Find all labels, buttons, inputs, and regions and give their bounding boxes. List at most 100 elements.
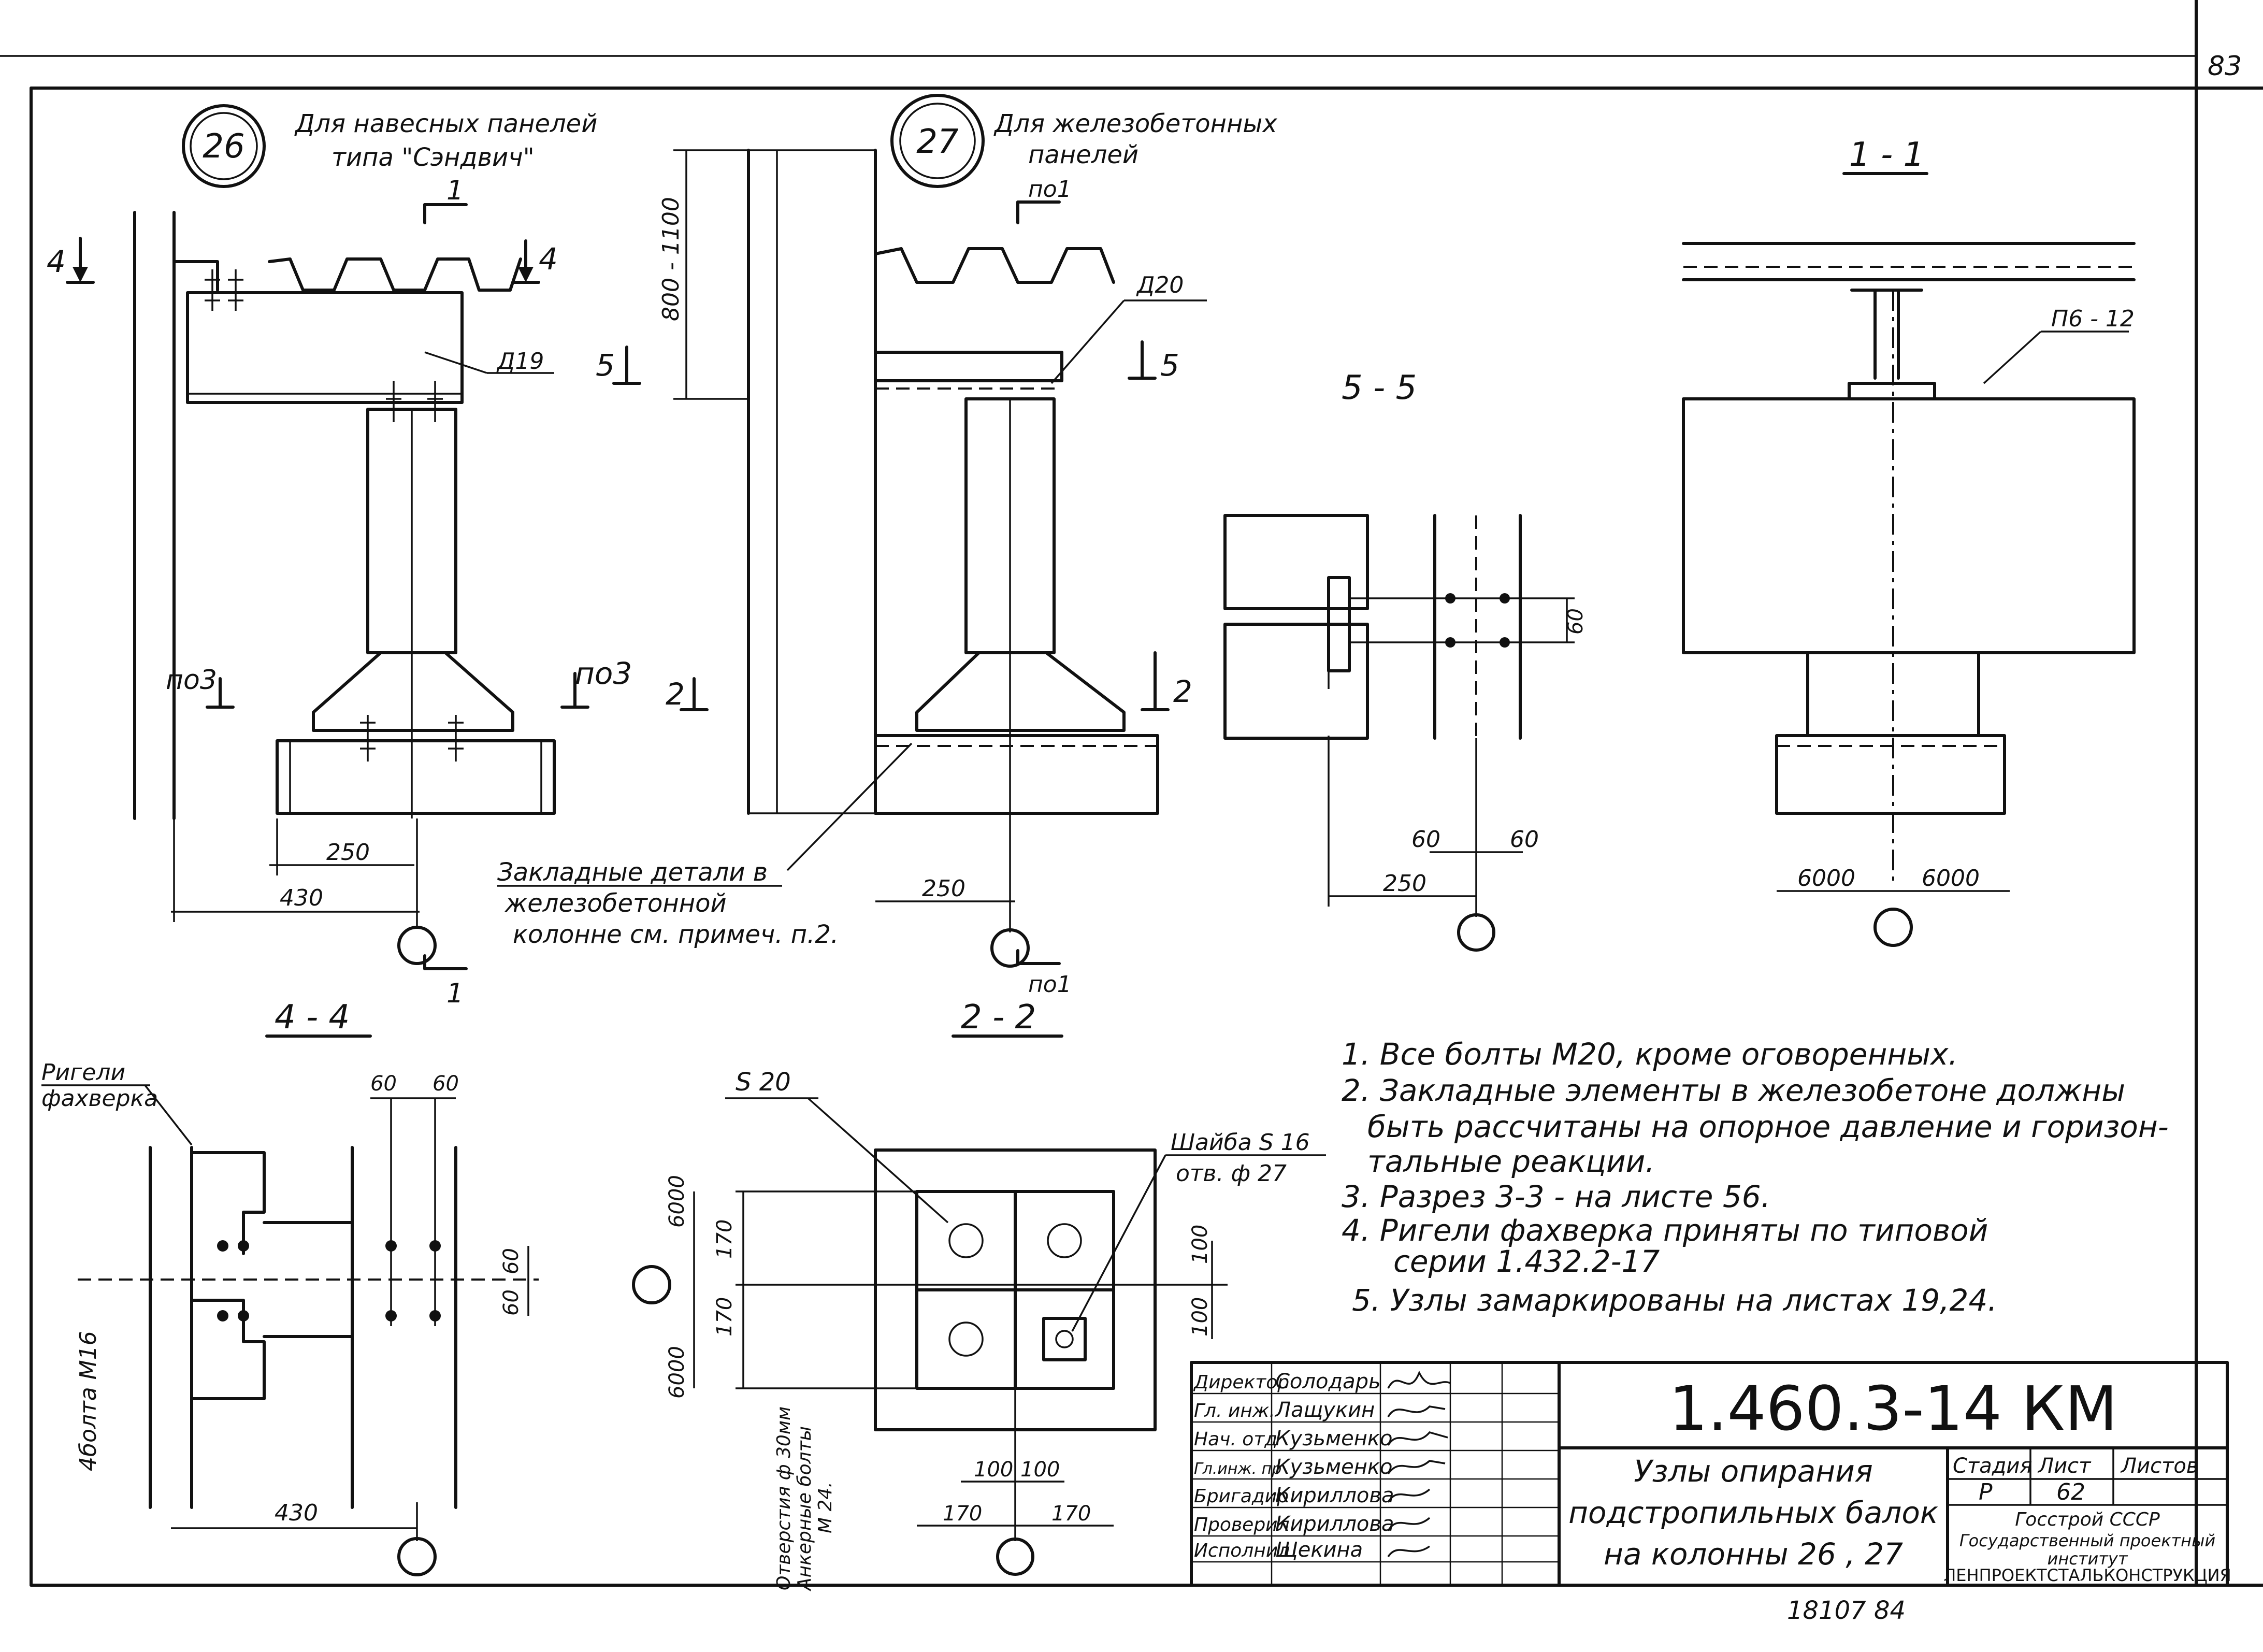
node-27-caption-2: панелей — [1028, 140, 1138, 169]
svg-text:ЛЕНПРОЕКТСТАЛЬКОНСТРУКЦИЯ: ЛЕНПРОЕКТСТАЛЬКОНСТРУКЦИЯ — [1943, 1565, 2231, 1585]
svg-text:6000: 6000 — [665, 1346, 689, 1399]
svg-text:4: 4 — [539, 241, 558, 277]
section-5-5-title: 5 - 5 — [1342, 369, 1417, 407]
svg-text:100: 100 — [1188, 1297, 1212, 1337]
svg-text:Д20: Д20 — [1136, 272, 1184, 298]
svg-text:Бригадир: Бригадир — [1194, 1486, 1289, 1507]
section-5-5: 5 - 5 60 250 60 60 — [1223, 369, 1588, 952]
drawing-title-3: на колонны 26 , 27 — [1604, 1536, 1903, 1572]
svg-text:Гл. инж.: Гл. инж. — [1194, 1400, 1275, 1421]
node-26-caption-2: типа "Сэндвич" — [331, 143, 535, 172]
note-4: 4. Ригели фахверка приняты по типовой — [1342, 1213, 1988, 1248]
svg-text:1: 1 — [446, 175, 464, 206]
svg-text:П6 - 12: П6 - 12 — [2051, 306, 2135, 332]
sheet-frame — [0, 0, 2263, 1587]
svg-text:Анкерные болты: Анкерные болты — [794, 1426, 815, 1591]
svg-text:100: 100 — [974, 1458, 1013, 1482]
svg-text:институт: институт — [2048, 1549, 2128, 1569]
svg-text:Кириллова: Кириллова — [1275, 1512, 1394, 1536]
section-1-1: 1 - 1 П6 - 12 6000 6000 — [1682, 136, 2136, 947]
svg-text:100: 100 — [1188, 1225, 1212, 1264]
svg-text:М 24.: М 24. — [815, 1482, 836, 1533]
note-5: 5. Узлы замаркированы на листах 19,24. — [1352, 1283, 1997, 1318]
note-3: 3. Разрез 3-3 - на листе 56. — [1342, 1179, 1770, 1214]
svg-text:62: 62 — [2056, 1479, 2085, 1505]
svg-text:Солодарь: Солодарь — [1275, 1370, 1381, 1394]
svg-text:железобетонной: железобетонной — [505, 889, 727, 918]
svg-text:4болта М16: 4болта М16 — [75, 1331, 102, 1471]
node-26-caption-1: Для навесных панелей — [294, 109, 597, 138]
section-4-4-title: 4 - 4 — [275, 998, 350, 1037]
node-27-number: 27 — [916, 123, 959, 161]
svg-text:60: 60 — [370, 1072, 397, 1096]
svg-text:по1: по1 — [1028, 176, 1072, 203]
svg-text:Директор: Директор — [1193, 1372, 1289, 1393]
svg-text:отв. ф 27: отв. ф 27 — [1176, 1160, 1287, 1187]
svg-text:Кузьменко: Кузьменко — [1275, 1455, 1392, 1479]
svg-text:Гл.инж. пр: Гл.инж. пр — [1194, 1460, 1281, 1478]
section-4-4: 4 - 4 Ригели фахверка 60 60 60 60 4болта… — [41, 998, 539, 1576]
svg-text:60: 60 — [499, 1289, 523, 1316]
svg-text:Нач. отд: Нач. отд — [1194, 1429, 1277, 1450]
svg-text:Кириллова: Кириллова — [1275, 1484, 1394, 1507]
svg-text:5: 5 — [1160, 348, 1179, 383]
svg-text:Лист: Лист — [2037, 1454, 2092, 1478]
signature-scribbles — [1387, 1370, 1451, 1558]
svg-text:6000: 6000 — [1797, 865, 1855, 892]
svg-text:колонне см. примеч. п.2.: колонне см. примеч. п.2. — [513, 920, 839, 949]
node-27-caption-1: Для железобетонных — [993, 109, 1277, 138]
svg-text:60: 60 — [433, 1072, 459, 1096]
svg-text:Отверстия ф 30мм: Отверстия ф 30мм — [773, 1406, 795, 1590]
svg-text:60: 60 — [1510, 826, 1539, 853]
section-2-2-title: 2 - 2 — [961, 998, 1036, 1037]
svg-text:Д19: Д19 — [496, 348, 544, 375]
svg-text:фахверка: фахверка — [41, 1085, 158, 1112]
archive-number: 18107 84 — [1787, 1596, 1906, 1625]
svg-text:170: 170 — [1051, 1502, 1091, 1526]
svg-text:Щекина: Щекина — [1275, 1538, 1363, 1562]
svg-text:Кузьменко: Кузьменко — [1275, 1427, 1392, 1450]
svg-text:6000: 6000 — [665, 1175, 689, 1228]
section-2-2: 2 - 2 6000 6000 170 170 100 100 100 100 … — [632, 998, 1326, 1591]
svg-text:Стадия: Стадия — [1953, 1454, 2032, 1478]
svg-text:170: 170 — [713, 1219, 737, 1259]
note-2-cont: быть рассчитаны на опорное давление и го… — [1367, 1109, 2169, 1144]
svg-text:6000: 6000 — [1922, 865, 1980, 892]
svg-text:Листов: Листов — [2120, 1454, 2198, 1478]
svg-text:2: 2 — [666, 677, 685, 712]
drawing-code: 1.460.3-14 КМ — [1669, 1373, 2117, 1444]
svg-text:Госстрой СССР: Госстрой СССР — [2015, 1509, 2160, 1530]
note-2-end: тальные реакции. — [1367, 1144, 1655, 1179]
signature-table: Директор Солодарь Гл. инж. Лащукин Нач. … — [1193, 1370, 1394, 1562]
node-26-number: 26 — [203, 127, 244, 166]
svg-text:по1: по1 — [1028, 971, 1072, 998]
svg-text:100: 100 — [1020, 1458, 1060, 1482]
svg-text:Закладные детали в: Закладные детали в — [497, 858, 768, 887]
svg-text:Ригели: Ригели — [41, 1059, 125, 1086]
svg-text:170: 170 — [713, 1297, 737, 1337]
drawing-title-1: Узлы опирания — [1634, 1454, 1872, 1489]
svg-text:1: 1 — [446, 978, 464, 1009]
svg-text:60: 60 — [1411, 826, 1440, 853]
svg-text:Шайба S 16: Шайба S 16 — [1171, 1129, 1310, 1156]
node-27: 27 Для железобетонных панелей 800 - 1100… — [497, 94, 1277, 998]
drawing-title-2: подстропильных балок — [1568, 1495, 1938, 1530]
svg-text:430: 430 — [275, 1500, 318, 1526]
svg-text:60: 60 — [499, 1248, 523, 1274]
svg-text:170: 170 — [943, 1502, 982, 1526]
svg-text:430: 430 — [280, 885, 323, 911]
svg-text:S 20: S 20 — [736, 1068, 791, 1097]
note-2: 2. Закладные элементы в железобетоне дол… — [1342, 1073, 2125, 1108]
svg-text:250: 250 — [922, 875, 965, 902]
svg-text:60: 60 — [1564, 608, 1588, 635]
svg-text:2: 2 — [1173, 674, 1192, 709]
svg-text:Лащукин: Лащукин — [1274, 1398, 1375, 1422]
svg-text:800 - 1100: 800 - 1100 — [658, 197, 684, 321]
svg-text:Государственный проектный: Государственный проектный — [1959, 1531, 2215, 1550]
svg-text:по3: по3 — [575, 656, 632, 691]
svg-text:250: 250 — [1383, 870, 1426, 897]
svg-text:по3: по3 — [166, 665, 217, 696]
note-1: 1. Все болты М20, кроме оговоренных. — [1342, 1037, 1958, 1072]
note-4-cont: серии 1.432.2-17 — [1393, 1244, 1660, 1279]
